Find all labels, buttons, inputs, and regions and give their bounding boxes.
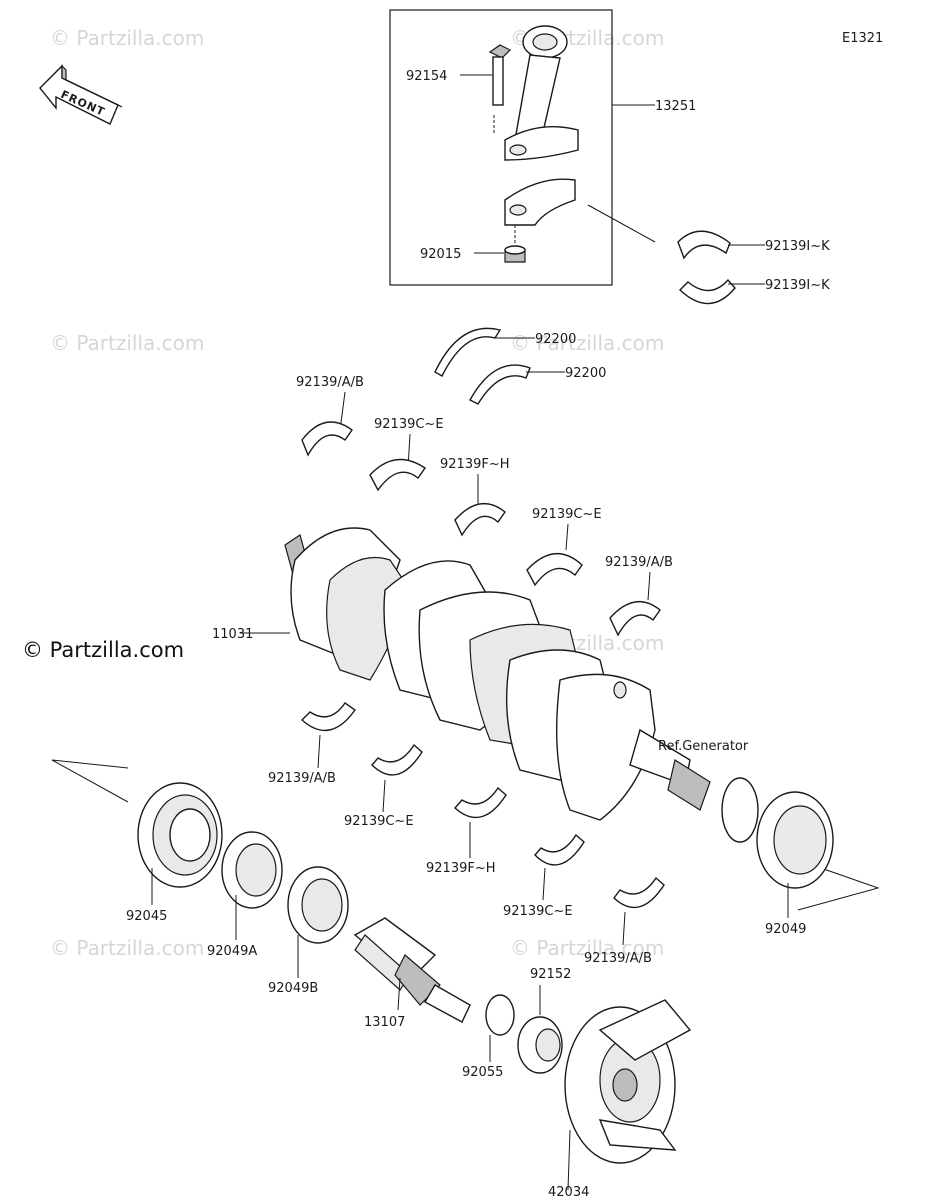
watermark: © Partzilla.com (510, 331, 664, 355)
part-label-92049: 92049 (765, 922, 806, 937)
part-label-13251: 13251 (655, 99, 696, 114)
main-bearing-upper (369, 458, 426, 492)
part-label-92200: 92200 (565, 366, 606, 381)
circlip (721, 777, 759, 843)
main-bearing-lower (534, 833, 585, 866)
main-bearing-upper (526, 552, 583, 587)
part-label-92154: 92154 (406, 69, 447, 84)
watermark: © Partzilla.com (510, 936, 664, 960)
part-label-92055: 92055 (462, 1065, 503, 1080)
part-label-42034: 42034 (548, 1185, 589, 1200)
part-label-92139F-H: 92139F~H (426, 861, 496, 876)
direction-lines (51, 759, 129, 803)
crankshaft (284, 527, 711, 821)
part-label-92139I-K: 92139I~K (765, 239, 830, 254)
conrod-bearing-lower (678, 278, 736, 305)
part-label-92045: 92045 (126, 909, 167, 924)
conrod-assembly-frame (389, 9, 613, 286)
coupling (564, 999, 692, 1164)
main-bearing-upper (454, 503, 506, 537)
part-label-92139C-E: 92139C~E (374, 417, 444, 432)
watermark: © Partzilla.com (50, 26, 204, 50)
main-bearing-upper (301, 421, 353, 457)
reference-note: Ref.Generator (658, 739, 749, 754)
part-label-92139I-K: 92139I~K (765, 278, 830, 293)
part-label-92049B: 92049B (268, 981, 318, 996)
part-label-92139C-E: 92139C~E (503, 904, 573, 919)
main-bearing-lower (613, 876, 665, 908)
conrod-nut (504, 245, 526, 263)
main-bearing-lower (454, 786, 507, 818)
part-label-92200: 92200 (535, 332, 576, 347)
part-label-13107: 13107 (364, 1015, 405, 1030)
part-label-92139-A-B: 92139/A/B (296, 375, 364, 390)
conrod-bearing-upper (677, 230, 731, 260)
part-label-92049A: 92049A (207, 944, 257, 959)
main-bearing-lower (300, 702, 356, 732)
part-label-92139C-E: 92139C~E (532, 507, 602, 522)
watermark-main: © Partzilla.com (22, 638, 184, 662)
front-arrow-icon: FRONT (39, 64, 123, 125)
oil-seal (287, 866, 349, 944)
connecting-rod (504, 25, 579, 226)
ball-bearing (137, 782, 223, 888)
o-ring (485, 994, 515, 1036)
main-bearing-upper (609, 601, 661, 637)
thrust-washer (469, 364, 531, 405)
part-label-92139-A-B: 92139/A/B (584, 951, 652, 966)
part-label-11031: 11031 (212, 627, 253, 642)
oil-seal (221, 831, 283, 909)
part-label-92015: 92015 (420, 247, 461, 262)
diagram-code: E1321 (842, 31, 883, 46)
thrust-washer (434, 327, 502, 377)
part-label-92152: 92152 (530, 967, 571, 982)
part-label-92139-A-B: 92139/A/B (605, 555, 673, 570)
conrod-bolt (488, 44, 512, 135)
watermark: © Partzilla.com (50, 936, 204, 960)
collar (517, 1016, 563, 1074)
main-bearing-lower (371, 743, 423, 776)
part-label-92139F-H: 92139F~H (440, 457, 510, 472)
part-label-92139C-E: 92139C~E (344, 814, 414, 829)
oil-seal (756, 791, 834, 889)
drive-shaft (353, 917, 471, 1023)
watermark: © Partzilla.com (50, 331, 204, 355)
part-label-92139-A-B: 92139/A/B (268, 771, 336, 786)
